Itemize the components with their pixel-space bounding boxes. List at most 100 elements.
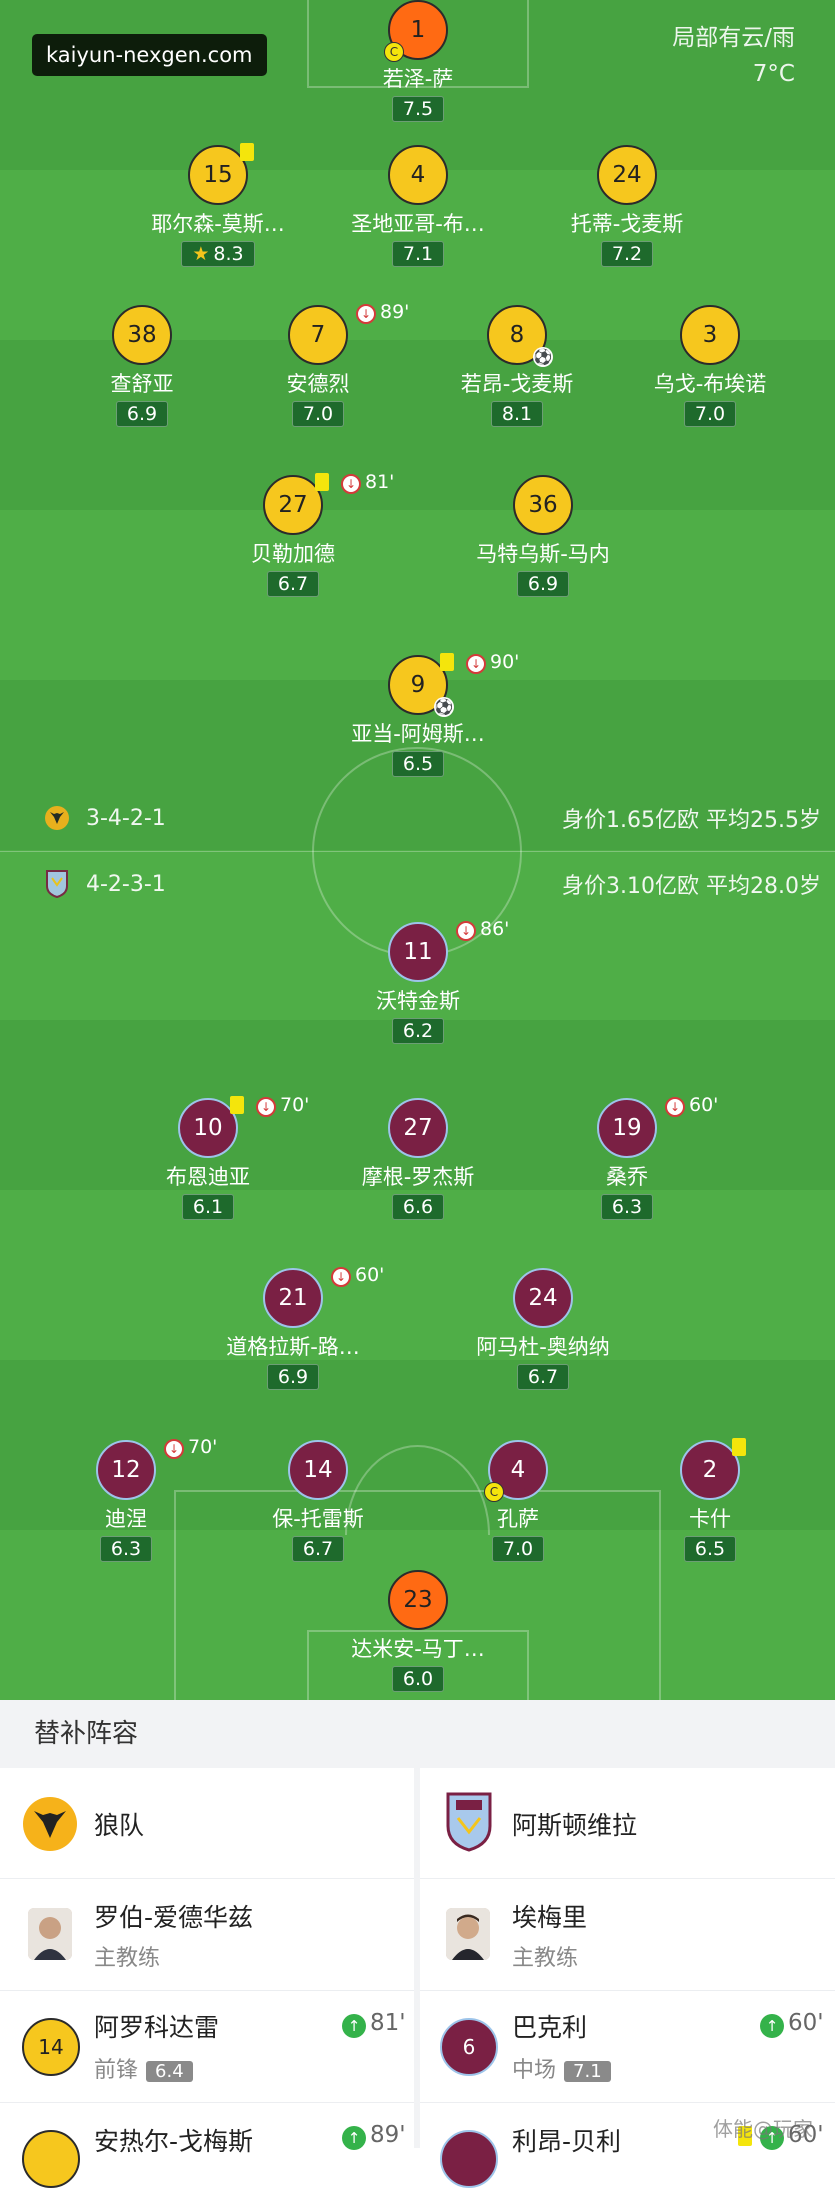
player-number: 36	[513, 475, 573, 535]
player-marker: 11↓86'	[388, 918, 509, 982]
player-marker: 27↓81'	[263, 471, 394, 535]
yellow-card-icon	[732, 1438, 746, 1456]
player-rating: 6.9	[266, 1364, 320, 1390]
player-rating: 6.2	[391, 1018, 445, 1044]
home-sub-number	[22, 2130, 80, 2188]
sub-out-time: 90'	[490, 651, 520, 673]
away-sub-position: 中场	[512, 2058, 557, 2083]
player-marker: 4	[388, 145, 448, 205]
player-rating: 8.1	[490, 401, 544, 427]
player-rating: 7.1	[391, 241, 445, 267]
home-player[interactable]: 4 圣地亚哥-布… 7.1	[318, 145, 518, 267]
player-rating-value: 6.6	[402, 1196, 434, 1218]
player-rating-value: 8.1	[501, 403, 533, 425]
weather: 局部有云/雨 7°C	[672, 20, 795, 92]
home-player[interactable]: 8⚽ 若昂-戈麦斯 8.1	[417, 305, 617, 427]
player-number: 38	[112, 305, 172, 365]
player-number: 4	[388, 145, 448, 205]
bench-away-team-name: 阿斯顿维拉	[512, 1811, 638, 1840]
player-rating-value: 6.3	[611, 1196, 643, 1218]
player-rating: 6.5	[391, 751, 445, 777]
player-number: 19	[597, 1098, 657, 1158]
player-name: 迪涅	[105, 1507, 147, 1531]
yellow-card-icon	[315, 473, 329, 491]
player-rating: 6.9	[516, 571, 570, 597]
player-number: 23	[388, 1570, 448, 1630]
sub-out-arrow-icon: ↓	[466, 654, 486, 674]
player-rating-value: 7.0	[694, 403, 726, 425]
home-sub-row[interactable]: 安热尔-戈梅斯 ↑ 89'	[0, 2102, 414, 2188]
home-sub-name: 安热尔-戈梅斯	[94, 2127, 254, 2156]
player-rating-value: 6.5	[694, 1538, 726, 1560]
player-marker: 8⚽	[487, 305, 553, 367]
goal-ball-icon: ⚽	[533, 347, 553, 367]
sub-out-time: 70'	[188, 1436, 218, 1458]
away-team-row: 4-2-3-1 身价3.10亿欧 平均28.0岁	[44, 869, 821, 899]
bench-home-team-row[interactable]: 狼队	[0, 1768, 414, 1879]
home-player[interactable]: 9⚽↓90'亚当-阿姆斯…6.5	[318, 651, 519, 777]
player-marker: 21↓60'	[263, 1264, 384, 1328]
away-player[interactable]: 21↓60' 道格拉斯-路… 6.9	[193, 1264, 393, 1390]
player-rating: 7.5	[391, 96, 445, 122]
bench-away-team-row[interactable]: 阿斯顿维拉	[420, 1768, 835, 1879]
credit-watermark: 体能@玩家	[713, 2117, 813, 2141]
home-sub-number: 14	[22, 2018, 80, 2076]
player-rating-value: 6.9	[527, 573, 559, 595]
player-name: 若昂-戈麦斯	[460, 372, 574, 396]
player-name: 阿马杜-奥纳纳	[476, 1335, 610, 1359]
player-rating-value: 6.3	[110, 1538, 142, 1560]
home-sub-time: 81'	[370, 2010, 406, 2036]
player-rating-value: 7.1	[402, 243, 434, 265]
away-formation: 4-2-3-1	[86, 871, 166, 897]
sub-out-arrow-icon: ↓	[331, 1267, 351, 1287]
away-coach-row[interactable]: 埃梅里 主教练	[420, 1878, 835, 1991]
star-icon: ★	[192, 243, 210, 265]
player-rating-value: 6.7	[302, 1538, 334, 1560]
aston-villa-crest-icon	[446, 1792, 492, 1856]
home-coach-row[interactable]: 罗伯-爱德华兹 主教练	[0, 1878, 414, 1991]
player-name: 桑乔	[606, 1165, 648, 1189]
player-name: 道格拉斯-路…	[226, 1335, 360, 1359]
home-team-row: 3-4-2-1 身价1.65亿欧 平均25.5岁	[44, 803, 821, 833]
player-number: 24	[597, 145, 657, 205]
wolves-crest-icon	[22, 1796, 78, 1856]
player-marker: 36	[513, 475, 573, 535]
player-rating-value: 6.9	[126, 403, 158, 425]
player-number: 12	[96, 1440, 156, 1500]
player-name: 圣地亚哥-布…	[351, 212, 485, 236]
sub-in-arrow-icon: ↑	[760, 2126, 784, 2150]
away-sub-number: 6	[440, 2018, 498, 2076]
player-rating: 6.0	[391, 1666, 445, 1692]
player-name: 孔萨	[497, 1507, 539, 1531]
player-rating-value: 8.3	[213, 243, 244, 265]
weather-condition: 局部有云/雨	[672, 25, 795, 51]
player-rating: 6.7	[266, 571, 320, 597]
pitch: kaiyun-nexgen.com 局部有云/雨 7°C 3-4-2-1 身价1…	[0, 0, 835, 1700]
player-marker: 23	[388, 1570, 448, 1630]
